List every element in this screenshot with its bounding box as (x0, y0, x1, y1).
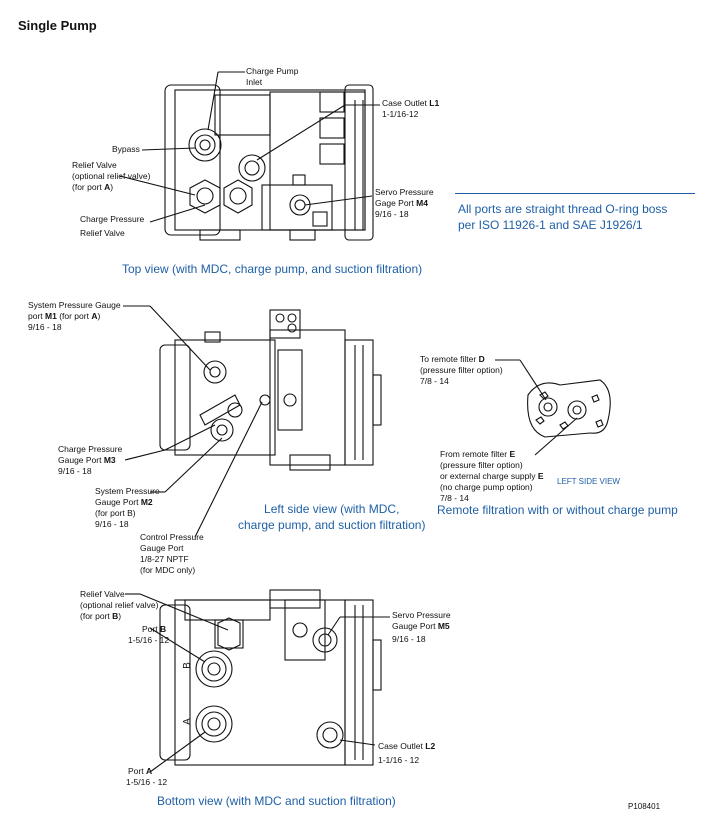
label-port-b: Port B 1-5/16 - 12 (128, 624, 170, 645)
label-case-outlet-l2: Case Outlet L2 1-1/16 - 12 (378, 741, 436, 765)
left-side-view-caption: Left side view (with MDC, charge pump, a… (238, 502, 426, 532)
figure-id: P108401 (628, 802, 661, 811)
bottom-view-drawing (159, 589, 382, 766)
remote-filtration-drawing (495, 359, 611, 456)
left-side-view-leaders (123, 305, 263, 538)
top-view-drawing (164, 84, 374, 241)
label-servo-pressure-m4: Servo Pressure Gage Port M4 9/16 - 18 (375, 187, 434, 219)
ports-note: All ports are straight thread O-ring bos… (458, 202, 668, 232)
remote-filtration-caption: Remote filtration with or without charge… (437, 503, 678, 517)
label-control-pressure: Control Pressure Gauge Port 1/8-27 NPTF … (140, 532, 204, 575)
top-view-caption: Top view (with MDC, charge pump, and suc… (122, 262, 423, 276)
port-letter-a: A (181, 718, 193, 725)
label-case-outlet-l1: Case Outlet L1 1-1/16-12 (382, 98, 440, 119)
bottom-view-caption: Bottom view (with MDC and suction filtra… (157, 794, 396, 808)
label-system-gauge-m2: System Pressure Gauge Port M2 (for port … (95, 486, 160, 529)
label-servo-gauge-m5: Servo Pressure Gauge Port M5 9/16 - 18 (392, 610, 451, 644)
port-letter-b: B (181, 662, 193, 669)
label-charge-pressure-relief: Charge Pressure Relief Valve (80, 214, 145, 238)
label-bypass: Bypass (112, 144, 140, 154)
bottom-view-leaders (125, 593, 390, 773)
label-port-a: Port A 1-5/16 - 12 (126, 766, 168, 787)
label-charge-pump-inlet: Charge Pump Inlet (246, 66, 299, 87)
label-relief-valve-b: Relief Valve (optional relief valve) (fo… (80, 589, 159, 621)
ports-note-rule (455, 193, 695, 194)
left-side-view-drawing (159, 309, 382, 471)
label-charge-gauge-m3: Charge Pressure Gauge Port M3 9/16 - 18 (58, 444, 123, 476)
top-view-leaders (119, 71, 380, 223)
label-to-remote-filter-d: To remote filter D (pressure filter opti… (420, 354, 503, 386)
label-system-gauge-m1: System Pressure Gauge port M1 (for port … (28, 300, 121, 332)
label-left-side-view: LEFT SIDE VIEW (557, 477, 620, 486)
label-from-remote-filter-e: From remote filter E (pressure filter op… (440, 449, 544, 503)
page-title: Single Pump (18, 18, 97, 33)
label-relief-valve-a: Relief Valve (optional relief valve) (fo… (72, 160, 151, 192)
